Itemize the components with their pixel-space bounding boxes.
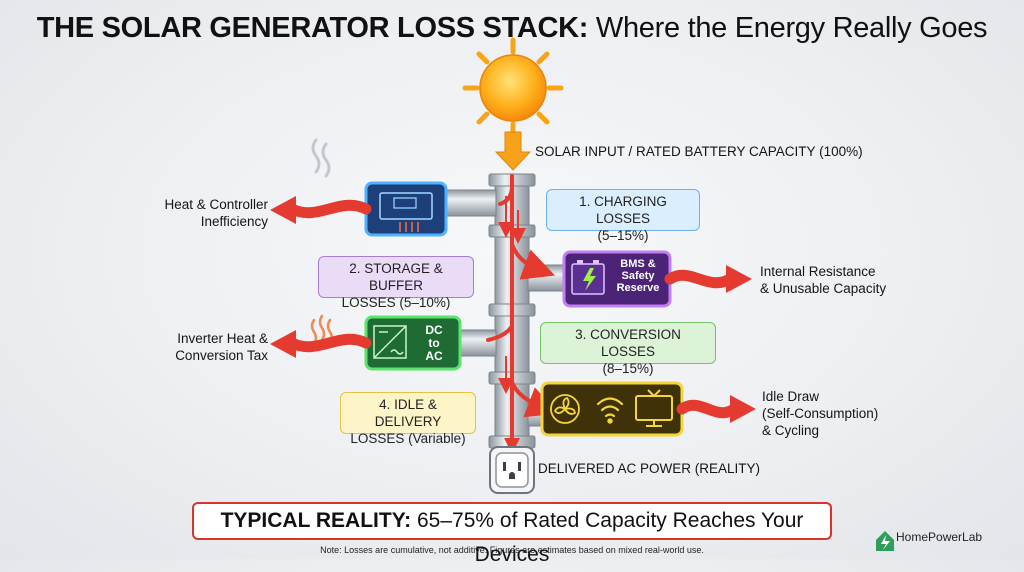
battery-device-label: BMS & Safety Reserve — [616, 258, 660, 294]
fan-icon — [550, 394, 580, 424]
inverter-device-label: DC to AC — [425, 323, 443, 363]
loss-arrow-conversion — [286, 333, 372, 353]
inverter-icon — [364, 315, 462, 371]
loss-arrow-idle — [676, 399, 740, 419]
delivered-output-label: DELIVERED AC POWER (REALITY) — [538, 461, 761, 476]
loss-arrow-storage — [664, 269, 736, 289]
loss-arrow-head — [270, 330, 296, 358]
page-title: THE SOLAR GENERATOR LOSS STACK: Where th… — [0, 12, 1024, 45]
flow-branch-battery — [510, 242, 556, 280]
loss-stack-diagram — [270, 37, 894, 551]
flow-branch-charger — [498, 184, 514, 206]
stage-2-label: 2. STORAGE & BUFFER LOSSES (5–10%) — [318, 256, 474, 310]
brand-name: HomePowerLab — [896, 530, 983, 544]
typical-reality-banner: TYPICAL REALITY: 65–75% of Rated Capacit… — [192, 502, 832, 566]
title-rest: Where the Energy Really Goes — [595, 12, 988, 44]
heat-wisp-icon — [311, 138, 331, 178]
pipe-branch-charger — [445, 189, 497, 217]
loss-arrow-head — [726, 265, 752, 293]
stage-1-label: 1. CHARGING LOSSES (5–15%) — [546, 189, 700, 243]
stage-4-label: 4. IDLE & DELIVERY LOSSES (Variable) — [340, 392, 476, 446]
tv-icon — [635, 389, 673, 427]
idle-devices-icon — [540, 381, 684, 437]
reality-bold: TYPICAL REALITY: — [220, 509, 412, 532]
flow-branch-inverter — [486, 324, 514, 342]
ac-outlet-icon — [489, 446, 535, 494]
loss-arrow-charging — [286, 199, 372, 219]
loss-arrow-head — [270, 196, 296, 224]
loss-label-conversion: Inverter Heat & Conversion Tax — [175, 331, 268, 363]
charge-controller-icon — [364, 181, 448, 237]
loss-label-idle: Idle Draw (Self-Consumption) & Cycling — [762, 389, 879, 438]
solar-input-label: SOLAR INPUT / RATED BATTERY CAPACITY (10… — [535, 144, 863, 159]
wifi-icon — [596, 397, 624, 424]
loss-arrow-head — [730, 395, 756, 423]
battery-bms-icon — [562, 250, 672, 308]
stage-3-label: 3. CONVERSION LOSSES (8–15%) — [540, 322, 716, 376]
homepowerlab-logo-icon — [876, 531, 894, 551]
footnote: Note: Losses are cumulative, not additiv… — [320, 545, 704, 555]
pipe-branch-inverter — [457, 329, 497, 357]
sun-icon — [462, 37, 564, 139]
loss-label-charging: Heat & Controller Inefficiency — [164, 197, 268, 229]
title-bold: THE SOLAR GENERATOR LOSS STACK: — [36, 12, 589, 44]
solar-input-arrow — [494, 131, 532, 171]
loss-label-storage: Internal Resistance & Unusable Capacity — [760, 264, 887, 296]
